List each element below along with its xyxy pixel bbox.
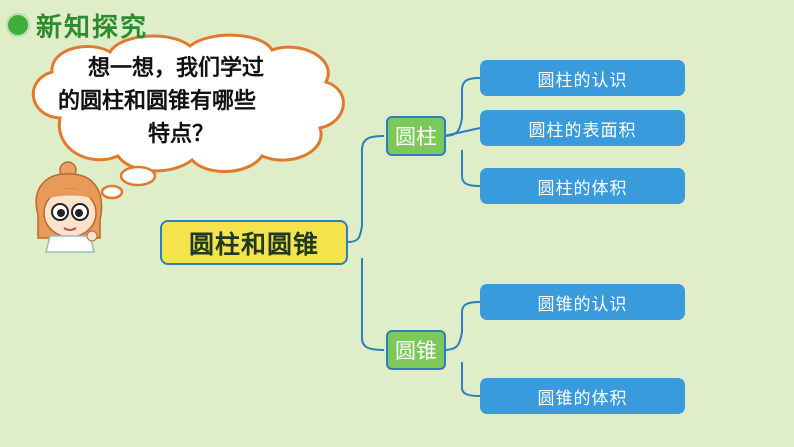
bullet-dot-icon	[6, 13, 30, 37]
leaf-node-cone-volume: 圆锥的体积	[480, 378, 685, 414]
thought-bubble	[32, 33, 345, 200]
connector-root-branches	[347, 135, 385, 351]
connector-cone-leaves	[443, 301, 481, 397]
leaf-node-cone-intro: 圆锥的认识	[480, 284, 685, 320]
section-title: 新知探究	[36, 12, 149, 43]
mindmap-root-node: 圆柱和圆锥	[160, 220, 348, 265]
leaf-node-cylinder-intro: 圆柱的认识	[480, 60, 685, 96]
thought-tail-large	[119, 165, 157, 187]
branch-node-cone: 圆锥	[386, 330, 446, 370]
bubble-line-3: 特点？	[148, 122, 215, 147]
mindmap-connectors	[347, 77, 481, 397]
girl-character	[35, 161, 103, 253]
bubble-line-2: 的圆柱和圆锥有哪些	[58, 89, 257, 114]
branch-node-cylinder: 圆柱	[386, 116, 446, 156]
connector-cylinder-leaves	[443, 77, 481, 187]
thought-tail-small	[100, 184, 124, 200]
leaf-node-cylinder-volume: 圆柱的体积	[480, 168, 685, 204]
section-header: 新知探究	[6, 8, 149, 43]
bubble-line-1: 想一想，我们学过	[88, 56, 265, 81]
leaf-node-cylinder-surface-area: 圆柱的表面积	[480, 110, 685, 146]
thought-bubble-text: 想一想，我们学过 的圆柱和圆锥有哪些 特点？	[52, 52, 342, 151]
